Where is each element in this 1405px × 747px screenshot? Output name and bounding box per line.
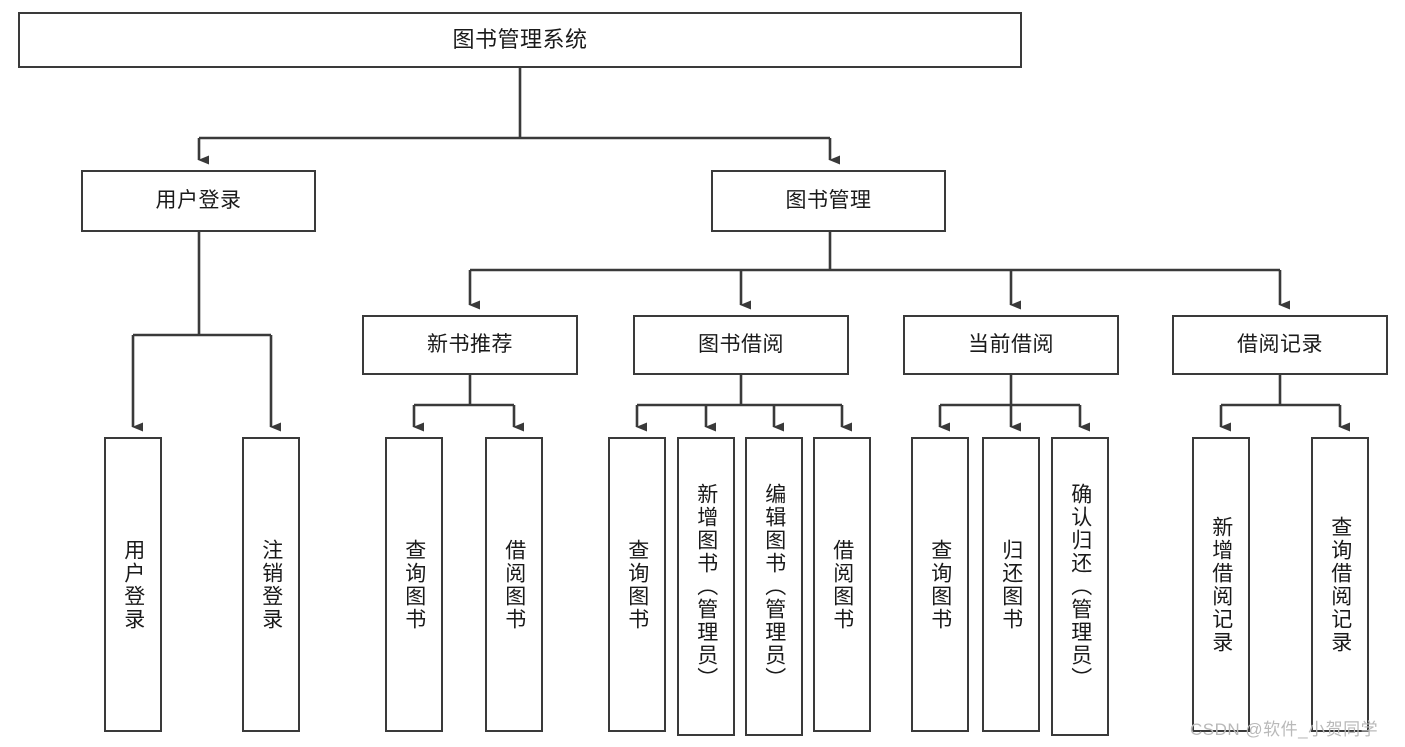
node-new-book-rec[interactable]: 新书推荐 [362,315,578,375]
node-leaf-query-record[interactable]: 查询借阅记录 [1311,437,1369,732]
node-borrow-record-label: 借阅记录 [1237,333,1323,357]
node-root[interactable]: 图书管理系统 [18,12,1022,68]
node-leaf-borrow-book-rec-label: 借阅图书 [502,538,526,631]
edge-book-borrow-stem [637,375,842,407]
node-leaf-add-record[interactable]: 新增借阅记录 [1192,437,1250,732]
node-leaf-add-book-label: 新增图书（管理员） [694,483,718,690]
node-leaf-query-book-cur-label: 查询图书 [928,538,952,631]
edge-user-login-stem [133,232,271,337]
node-borrow-record[interactable]: 借阅记录 [1172,315,1388,375]
node-leaf-user-login-label: 用户登录 [121,538,145,631]
node-leaf-borrow-book-label: 借阅图书 [830,538,854,631]
edge-new-book-rec-stem [414,375,514,407]
node-leaf-return-book[interactable]: 归还图书 [982,437,1040,732]
node-leaf-query-book-label: 查询图书 [625,538,649,631]
node-current-borrow-label: 当前借阅 [968,333,1054,357]
edge-book-manage-stem [470,232,1280,272]
node-leaf-query-book-rec[interactable]: 查询图书 [385,437,443,732]
node-user-login[interactable]: 用户登录 [81,170,316,232]
node-book-manage[interactable]: 图书管理 [711,170,946,232]
node-leaf-confirm-return[interactable]: 确认归还（管理员） [1051,437,1109,736]
node-new-book-rec-label: 新书推荐 [427,333,513,357]
node-leaf-confirm-return-label: 确认归还（管理员） [1068,483,1092,690]
node-leaf-edit-book-label: 编辑图书（管理员） [762,483,786,690]
node-leaf-query-book-cur[interactable]: 查询图书 [911,437,969,732]
node-leaf-borrow-book-rec[interactable]: 借阅图书 [485,437,543,732]
node-current-borrow[interactable]: 当前借阅 [903,315,1119,375]
node-leaf-user-login[interactable]: 用户登录 [104,437,162,732]
node-leaf-edit-book[interactable]: 编辑图书（管理员） [745,437,803,736]
node-book-manage-label: 图书管理 [785,189,872,213]
edge-current-borrow-stem [940,375,1080,407]
edge-root-bus [199,68,830,140]
node-leaf-add-record-label: 新增借阅记录 [1209,515,1233,654]
node-book-borrow[interactable]: 图书借阅 [633,315,849,375]
node-leaf-add-book[interactable]: 新增图书（管理员） [677,437,735,736]
node-leaf-query-record-label: 查询借阅记录 [1328,515,1352,654]
node-leaf-query-book[interactable]: 查询图书 [608,437,666,732]
node-book-borrow-label: 图书借阅 [698,333,784,357]
node-leaf-return-book-label: 归还图书 [999,538,1023,631]
node-leaf-query-book-rec-label: 查询图书 [402,538,426,631]
node-leaf-user-logout-label: 注销登录 [259,538,283,631]
node-leaf-borrow-book[interactable]: 借阅图书 [813,437,871,732]
node-root-label: 图书管理系统 [452,26,588,52]
node-leaf-user-logout[interactable]: 注销登录 [242,437,300,732]
node-user-login-label: 用户登录 [155,189,242,213]
edge-borrow-record-stem [1221,375,1340,407]
